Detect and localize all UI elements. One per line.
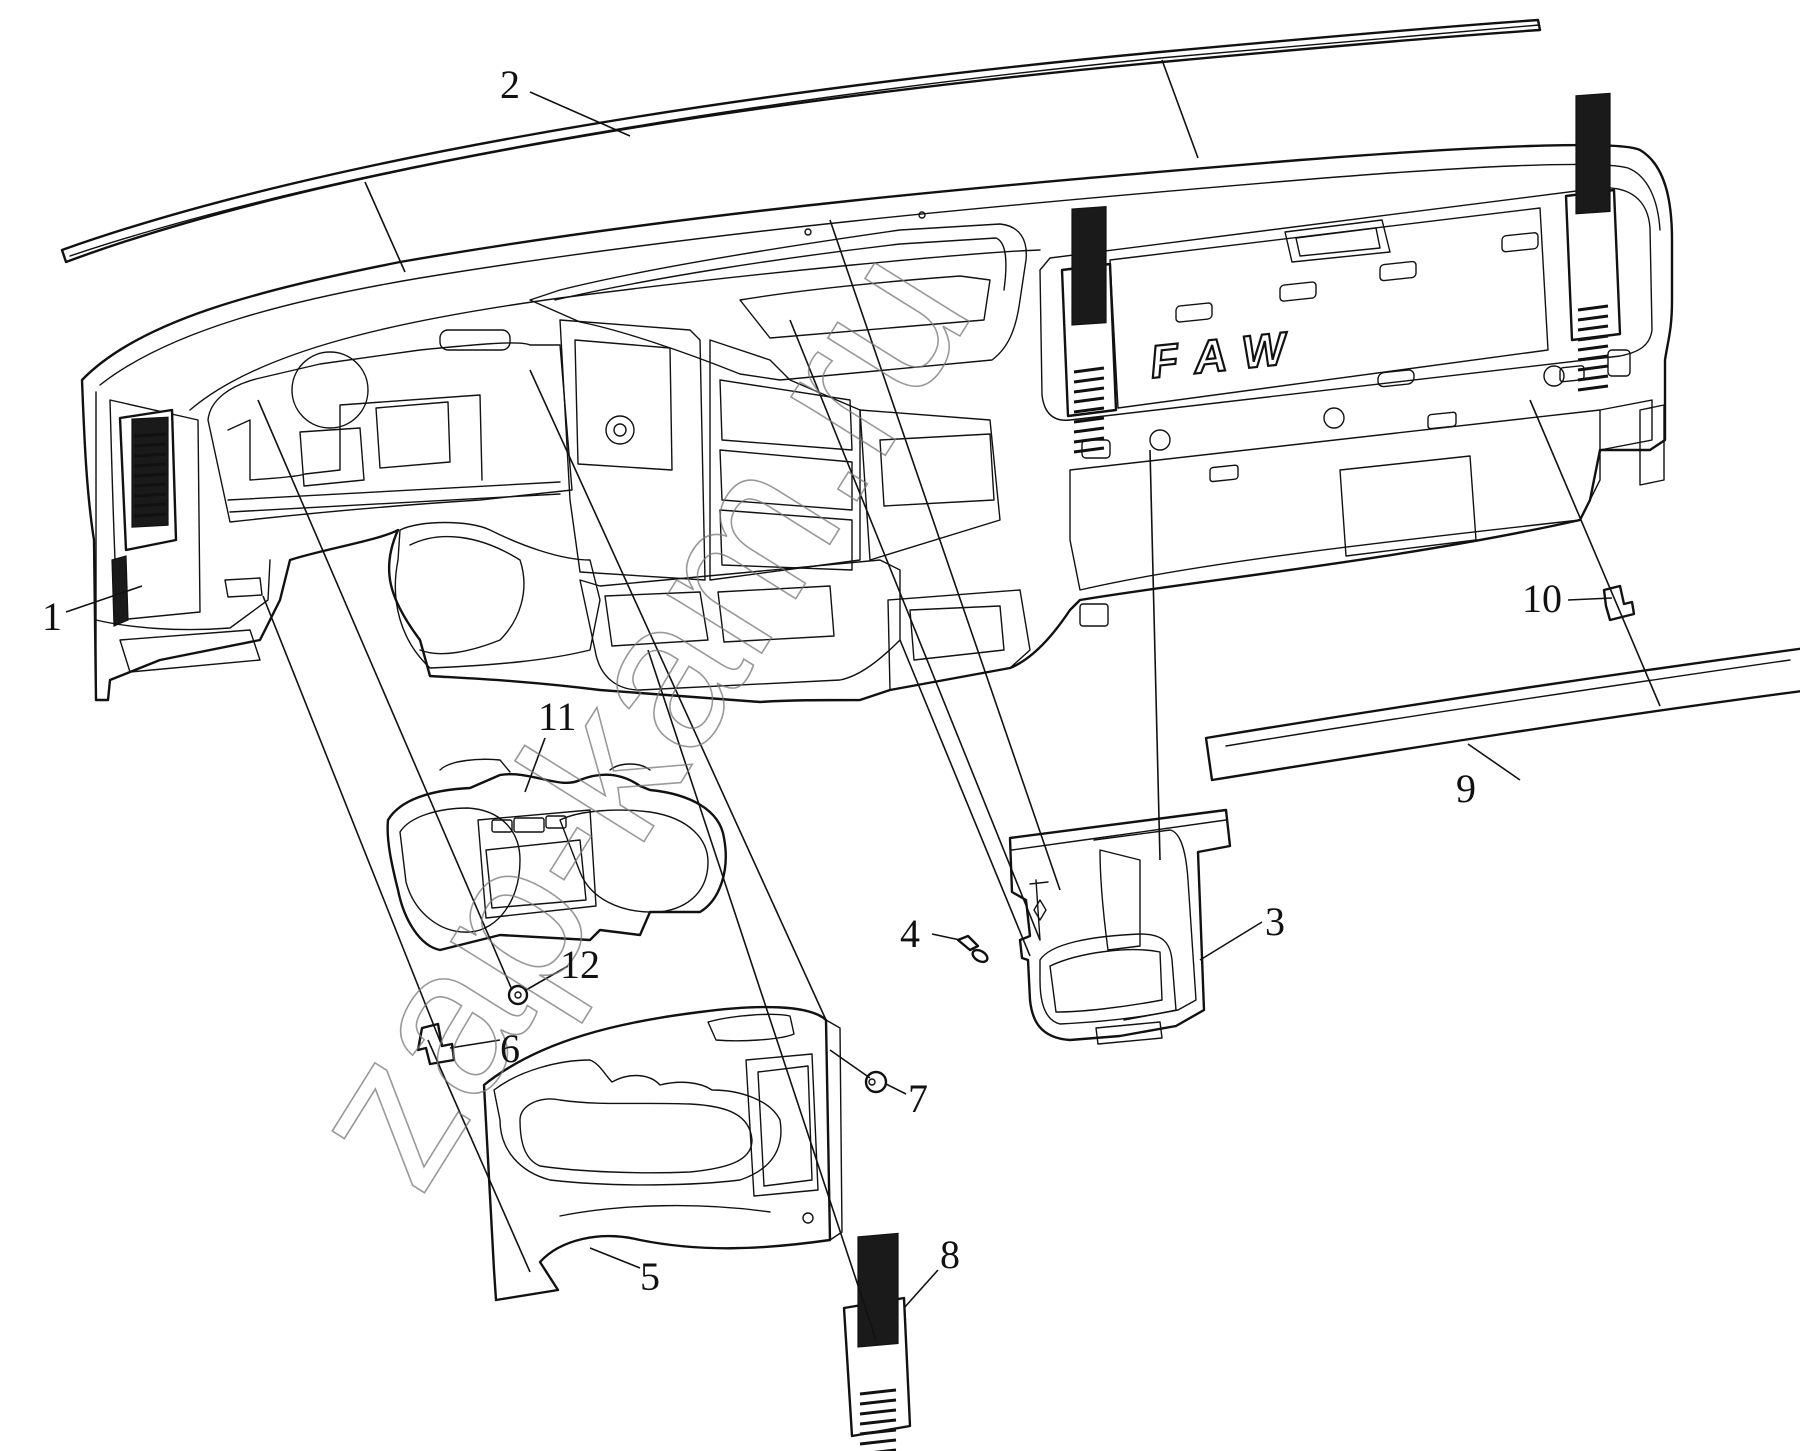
callout-7: 7 <box>908 1076 928 1121</box>
left-side-air-vent <box>118 408 178 552</box>
part-7-knob <box>864 1070 888 1094</box>
callout-5: 5 <box>640 1254 660 1299</box>
part-6-clip <box>416 1022 456 1066</box>
callout-3: 3 <box>1265 899 1285 944</box>
callout-1: 1 <box>42 594 62 639</box>
callout-labels: 1 2 3 4 5 6 7 8 9 10 11 12 <box>42 62 1562 1299</box>
callout-2: 2 <box>500 62 520 107</box>
part-4-screw-washer <box>956 934 989 964</box>
callout-10: 10 <box>1522 576 1562 621</box>
right-panel-air-vent-left <box>1060 206 1118 454</box>
callout-4: 4 <box>900 911 920 956</box>
callout-6: 6 <box>500 1026 520 1071</box>
callout-9: 9 <box>1456 766 1476 811</box>
part-10-clip <box>1602 584 1636 622</box>
box-screw-2 <box>1029 881 1049 885</box>
callout-8: 8 <box>940 1232 960 1277</box>
part-8-air-vent <box>842 1232 912 1451</box>
right-panel-air-vent-right <box>1564 92 1622 392</box>
part-11-instrument-cluster <box>386 758 727 952</box>
part-3-storage-box <box>1008 808 1232 1045</box>
callout-12: 12 <box>560 942 600 987</box>
part-5-cluster-trim-bezel <box>482 1005 843 1302</box>
box-screw <box>1033 899 1047 921</box>
part-12-knob <box>507 984 529 1006</box>
callout-11: 11 <box>538 694 577 739</box>
part-9-lower-trim-strip <box>1204 647 1800 782</box>
part-1-instrument-panel: FAW <box>80 92 1674 704</box>
leader-lines <box>65 59 1661 1341</box>
switch-row <box>1081 232 1631 459</box>
part-2-top-trim-strip <box>60 18 1542 264</box>
